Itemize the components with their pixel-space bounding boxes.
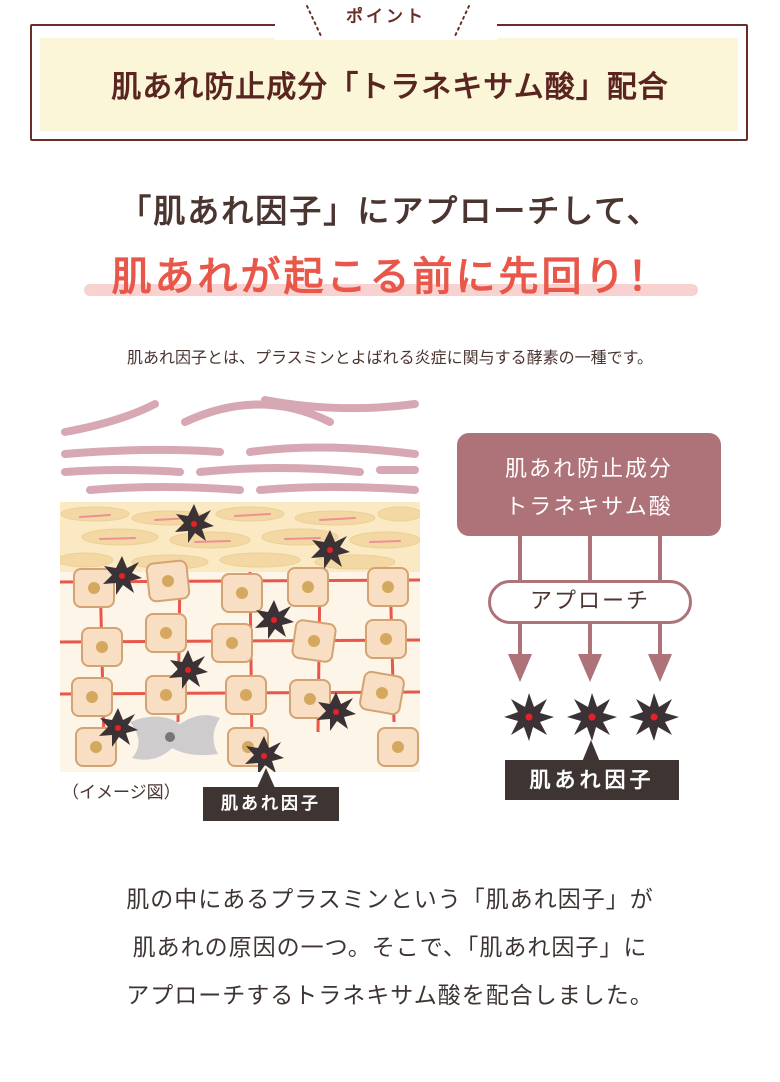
factor-star-group <box>504 693 679 741</box>
point-frame-fill <box>40 38 738 131</box>
point-headline: 肌あれ防止成分「トラネキサム酸」配合 <box>111 70 669 105</box>
factor-label-right: 肌あれ因子 <box>505 760 679 800</box>
point-frame <box>30 24 748 141</box>
ingredient-line2: トラネキサム酸 <box>505 495 673 520</box>
subheadline-line1: 「肌あれ因子」にアプローチして、 <box>119 192 661 230</box>
factor-pointer-left <box>257 768 275 788</box>
factor-description: 肌あれ因子とは、プラスミンとよばれる炎症に関与する酵素の一種です。 <box>126 348 654 367</box>
skin-cross-section-illustration <box>60 396 420 772</box>
point-label: ポイント <box>346 7 426 27</box>
body-line3: アプローチするトラネキサム酸を配合しました。 <box>126 983 654 1009</box>
factor-pointer-right <box>582 740 600 762</box>
skin-factor-stars <box>99 504 356 772</box>
approach-label: アプローチ <box>488 580 692 624</box>
body-line2: 肌あれの原因の一つ。そこで、「肌あれ因子」に <box>132 935 648 961</box>
ingredient-line1: 肌あれ防止成分 <box>504 457 673 482</box>
body-line1: 肌の中にあるプラスミンという「肌あれ因子」が <box>126 887 654 913</box>
dotted-line-left <box>306 5 322 37</box>
dotted-line-right <box>454 5 470 37</box>
illustration-caption: （イメージ図） <box>62 783 181 803</box>
factor-label-left: 肌あれ因子 <box>203 787 339 821</box>
ingredient-box: 肌あれ防止成分 トラネキサム酸 <box>457 433 721 536</box>
highlight-underline <box>84 284 698 296</box>
subheadline-line2: 肌あれが起こる前に先回り！ <box>111 254 671 300</box>
point-label-area: ポイント <box>275 0 497 40</box>
subheadline-line2-block: 肌あれが起こる前に先回り！ <box>80 244 702 304</box>
body-text: 肌の中にあるプラスミンという「肌あれ因子」が 肌あれの原因の一つ。そこで、「肌あ… <box>0 876 780 1020</box>
